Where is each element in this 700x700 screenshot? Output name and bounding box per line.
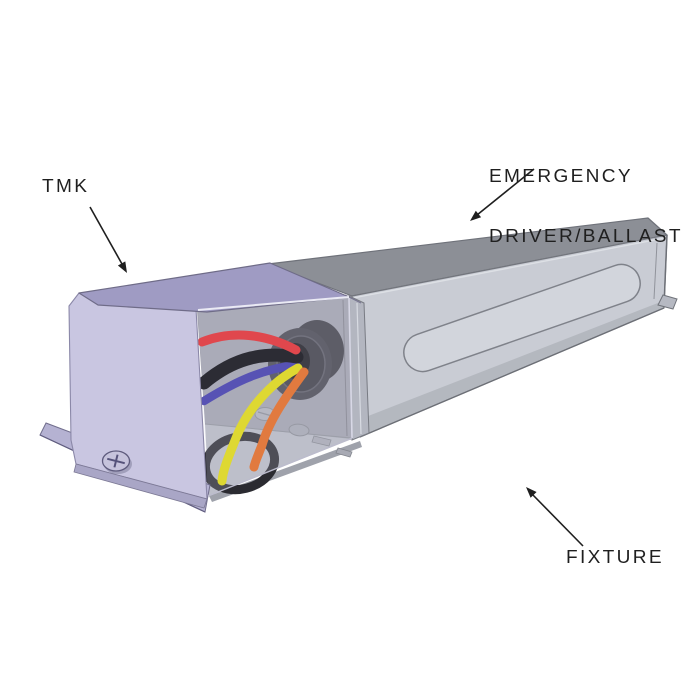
interior-corner-line — [342, 299, 348, 437]
wire-orange — [249, 367, 309, 472]
wire-blue — [199, 360, 301, 406]
body-right-edge — [663, 234, 668, 307]
cover-top-face — [78, 262, 350, 313]
ballast-body — [209, 217, 678, 502]
tmk-arrow — [89, 206, 127, 273]
callout-arrows — [89, 168, 584, 547]
floor-oval-hole — [288, 423, 310, 437]
floor-slot — [311, 435, 332, 447]
tmk-cover — [39, 262, 362, 513]
wire-red — [197, 330, 301, 355]
panel-top-edge-highlight — [197, 296, 350, 311]
body-right-inner-line — [653, 242, 658, 300]
emergency-label: EMERGENCY DRIVER/BALLAST — [489, 126, 683, 286]
floor-slot-2 — [335, 447, 353, 458]
emergency-label-line1: EMERGENCY — [489, 166, 633, 186]
flange-screw — [101, 450, 132, 474]
cover-bottom-lip — [73, 463, 208, 509]
right-end-tab — [657, 294, 678, 310]
panel-right-edge-highlight — [348, 297, 353, 439]
wall-floor-fold — [204, 423, 352, 439]
side-groove — [403, 263, 641, 373]
floor-screw-slot — [257, 411, 273, 417]
screw-phillips-slots — [107, 454, 125, 468]
panel-bottom-edge-highlight — [207, 437, 353, 497]
body-top-ridge-highlight — [352, 237, 666, 299]
end-frame-highlight — [356, 302, 362, 435]
tmk-label: TMK — [42, 176, 90, 196]
wire-black — [197, 348, 304, 390]
fixture-arrow — [526, 487, 584, 547]
body-bottom-fold — [358, 301, 664, 437]
wire-yellow — [217, 363, 303, 486]
body-bottom-edge — [359, 307, 665, 438]
emergency-arrow — [470, 168, 535, 221]
emergency-label-line2: DRIVER/BALLAST — [489, 226, 683, 246]
fixture-interior — [197, 297, 353, 496]
wires — [197, 330, 309, 486]
fixture-label: FIXTURE — [566, 547, 664, 567]
